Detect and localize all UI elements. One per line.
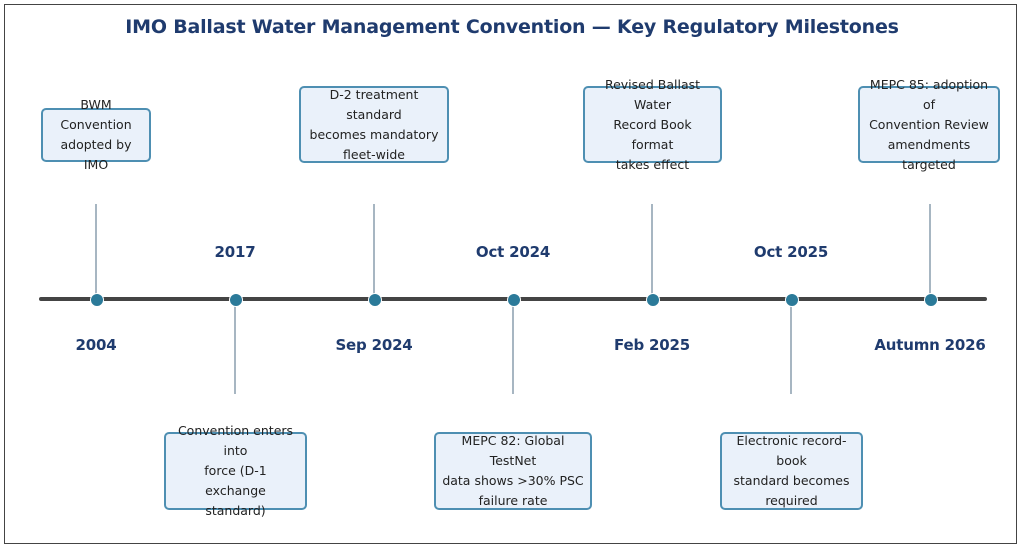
milestone-stem xyxy=(651,204,653,298)
milestone-marker xyxy=(90,293,104,307)
milestone-description: MEPC 85: adoption of Convention Review a… xyxy=(858,77,1000,172)
milestone-description: MEPC 82: Global TestNet data shows >30% … xyxy=(434,432,592,510)
milestone-marker xyxy=(229,293,243,307)
milestone-stem xyxy=(512,300,514,394)
milestone-date: Oct 2025 xyxy=(753,243,829,261)
milestone-stem xyxy=(373,204,375,298)
milestone-marker xyxy=(924,293,938,307)
milestone-description: Revised Ballast Water Record Book format… xyxy=(583,77,722,172)
milestone-description: BWM Convention adopted by IMO xyxy=(41,97,151,172)
milestone-marker xyxy=(368,293,382,307)
milestone-stem xyxy=(929,204,931,298)
milestone-date: Feb 2025 xyxy=(614,336,690,354)
milestone-marker xyxy=(646,293,660,307)
milestone-date: Oct 2024 xyxy=(475,243,551,261)
milestone-date: 2017 xyxy=(214,243,256,261)
milestone-description: D-2 treatment standard becomes mandatory… xyxy=(299,86,449,163)
milestone-stem xyxy=(234,300,236,394)
milestone-marker xyxy=(507,293,521,307)
milestone-stem xyxy=(790,300,792,394)
milestone-date: Autumn 2026 xyxy=(874,336,986,354)
milestone-date: 2004 xyxy=(75,336,117,354)
milestone-description: Electronic record-book standard becomes … xyxy=(720,432,863,510)
milestone-marker xyxy=(785,293,799,307)
milestone-date: Sep 2024 xyxy=(335,336,413,354)
milestone-description: Convention enters into force (D-1 exchan… xyxy=(164,423,307,518)
milestone-stem xyxy=(95,204,97,298)
diagram-title: IMO Ballast Water Management Convention … xyxy=(125,16,899,38)
